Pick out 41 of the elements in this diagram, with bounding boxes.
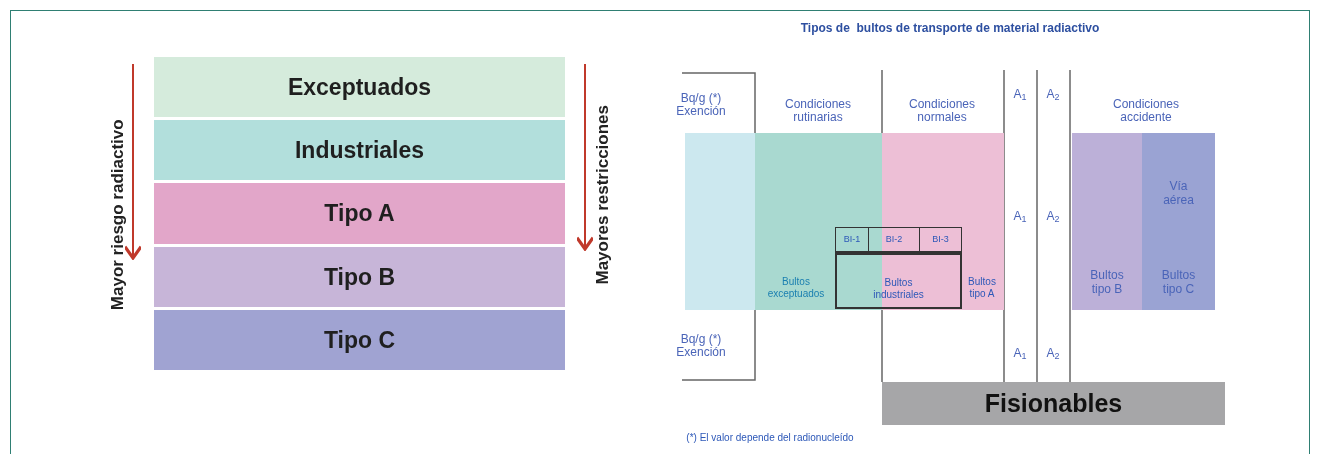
industrial-box (835, 252, 962, 309)
axis-label: Mayor riesgo radiactivo (107, 118, 129, 313)
column-header: Bq/g (*) Exención (675, 333, 727, 359)
node-label: Exceptuados (287, 72, 432, 102)
node-label: Tipo C (323, 325, 396, 355)
package-region (1072, 133, 1142, 310)
activity-limit: A$_{2}$ (1045, 347, 1061, 360)
category-band (154, 247, 565, 307)
region-label: Bultos tipo C (1160, 268, 1197, 296)
node-label: Tipo B (323, 262, 396, 292)
node-label: BI-3 (932, 232, 949, 246)
node-label: Fisionables (984, 387, 1123, 419)
column-header: Condiciones accidente (1111, 98, 1180, 124)
node-label: Bultos industriales (872, 277, 925, 301)
category-band (154, 57, 565, 117)
node-label: BI-2 (885, 232, 903, 246)
category-band (154, 310, 565, 370)
subtype-box (869, 227, 920, 252)
activity-limit: A$_{1}$ (1012, 347, 1028, 360)
activity-limit: A$_{1}$ (1012, 88, 1028, 101)
node-label: Tipo A (324, 199, 395, 229)
column-header: Bq/g (*) Exención (675, 92, 727, 118)
package-region (1142, 133, 1215, 310)
node-label: Industriales (294, 135, 425, 165)
node-label: BI-1 (843, 232, 861, 246)
region-note: Vía aérea (1162, 179, 1195, 207)
column-header: Condiciones normales (907, 98, 976, 124)
axis-label: Mayores restricciones (592, 104, 614, 287)
node-label: Bultos tipo A (967, 276, 997, 300)
fissile-bar (882, 382, 1225, 425)
category-band (154, 183, 565, 244)
node-label: Bultos exceptuados (766, 276, 826, 300)
footnote: (*) El valor depende del radionucleído (685, 431, 855, 445)
activity-limit: A$_{2}$ (1045, 88, 1061, 101)
diagram-title: Tipos de bultos de transporte de material radiactivo (799, 20, 1101, 37)
node-label: Bultos tipo B (1089, 268, 1125, 296)
activity-limit: A$_{1}$ (1012, 210, 1028, 223)
column-header: Condiciones rutinarias (783, 98, 852, 124)
activity-limit: A$_{2}$ (1045, 210, 1061, 223)
category-band (154, 120, 565, 180)
exemption-region (685, 133, 755, 310)
